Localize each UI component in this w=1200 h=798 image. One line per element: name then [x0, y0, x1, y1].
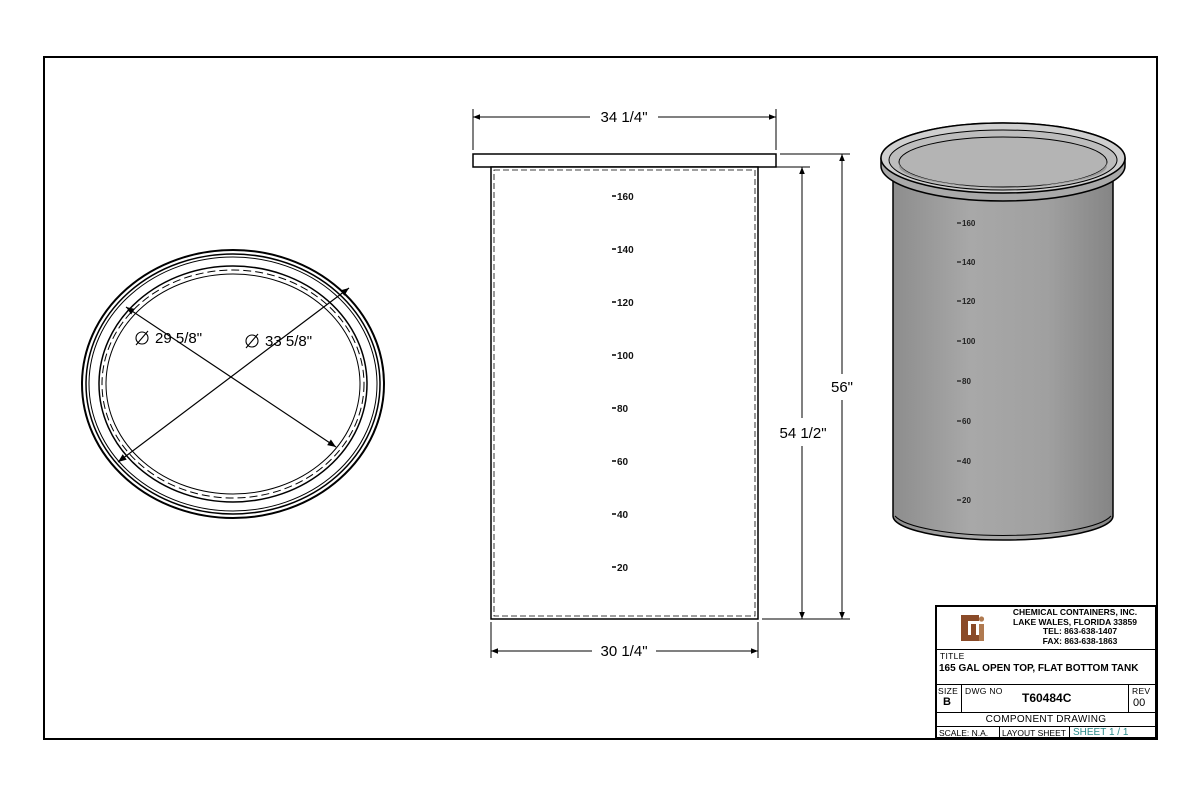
gauge-mark: 160 — [617, 192, 634, 203]
iso-cylinder-body — [892, 180, 1114, 541]
overall-height-label: 56" — [831, 379, 853, 396]
company-logo-icon — [957, 611, 987, 645]
size-cell: SIZE B — [937, 685, 962, 712]
gauge-mark: 20 — [962, 496, 971, 505]
dwg-label: DWG NO — [965, 686, 1003, 696]
company-fax: FAX: 863-638-1863 — [1042, 635, 1118, 646]
company-tel: TEL: 863-638-1407 — [1042, 626, 1118, 637]
gauge-mark: 60 — [617, 457, 629, 468]
iso-gauge-marks: 160 140 120 100 80 60 40 20 — [957, 219, 976, 505]
rev-label: REV — [1132, 686, 1151, 696]
gauge-mark: 60 — [962, 417, 971, 426]
layout-value: LAYOUT SHEET — [1002, 728, 1066, 738]
tank-body — [490, 166, 759, 620]
inner-diameter-label: 29 5/8" — [155, 330, 202, 347]
size-label: SIZE — [938, 686, 959, 696]
title-section: TITLE 165 GAL OPEN TOP, FLAT BOTTOM TANK — [937, 650, 1155, 685]
outer-diameter-line — [117, 287, 350, 463]
outer-diameter-label: 33 5/8" — [265, 333, 312, 350]
front-gauge-marks: 160 140 120 100 80 60 40 20 — [612, 192, 634, 574]
gauge-mark: 120 — [962, 297, 976, 306]
gauge-mark: 120 — [617, 298, 634, 309]
size-value: B — [943, 696, 951, 708]
gauge-mark: 140 — [962, 258, 976, 267]
company-info: CHEMICAL CONTAINERS, INC. LAKE WALES, FL… — [993, 607, 1157, 646]
sheet-value: SHEET 1 / 1 — [1073, 727, 1129, 738]
dwg-number: T60484C — [1022, 691, 1072, 705]
diameter-symbol-icon — [135, 330, 149, 346]
gauge-mark: 100 — [962, 337, 976, 346]
bottom-width-label: 30 1/4" — [600, 643, 647, 660]
gauge-mark: 80 — [617, 404, 629, 415]
gauge-mark: 40 — [617, 510, 629, 521]
top-view: 29 5/8" 33 5/8" — [81, 249, 385, 519]
top-view-inner-ring — [98, 265, 368, 503]
gauge-mark: 40 — [962, 457, 971, 466]
top-width-label: 34 1/4" — [600, 109, 647, 126]
iso-view: 160 140 120 100 80 60 40 20 — [880, 122, 1126, 541]
title-label: TITLE — [940, 651, 965, 661]
gauge-mark: 80 — [962, 377, 971, 386]
drawing-title: 165 GAL OPEN TOP, FLAT BOTTOM TANK — [939, 663, 1139, 674]
scale-value: SCALE: N.A. — [939, 728, 989, 738]
iso-opening — [898, 136, 1108, 188]
diameter-symbol-icon — [245, 333, 259, 349]
dwg-cell: DWG NO T60484C — [962, 685, 1129, 712]
company-address: LAKE WALES, FLORIDA 33859 — [1013, 616, 1137, 627]
sheet-border — [43, 56, 1158, 740]
gauge-mark: 140 — [617, 245, 634, 256]
dwg-section: SIZE B DWG NO T60484C REV 00 — [937, 685, 1155, 713]
drawing-type: COMPONENT DRAWING — [937, 713, 1155, 727]
gauge-mark: 20 — [617, 563, 629, 574]
front-view: 34 1/4" 160 140 120 100 80 60 40 20 — [472, 109, 853, 660]
company-section: CHEMICAL CONTAINERS, INC. LAKE WALES, FL… — [937, 607, 1155, 650]
top-view-outer-ring — [81, 249, 385, 519]
title-block: CHEMICAL CONTAINERS, INC. LAKE WALES, FL… — [935, 605, 1157, 739]
gauge-mark: 100 — [617, 351, 634, 362]
gauge-mark: 160 — [962, 219, 976, 228]
sheet-info-row: SCALE: N.A. LAYOUT SHEET SHEET 1 / 1 — [937, 727, 1155, 739]
rev-value: 00 — [1133, 697, 1146, 709]
tank-flange — [472, 153, 777, 168]
rev-cell: REV 00 — [1129, 685, 1157, 712]
inner-diameter-line — [125, 306, 337, 448]
body-height-label: 54 1/2" — [779, 425, 826, 442]
company-name: CHEMICAL CONTAINERS, INC. — [1012, 607, 1138, 617]
